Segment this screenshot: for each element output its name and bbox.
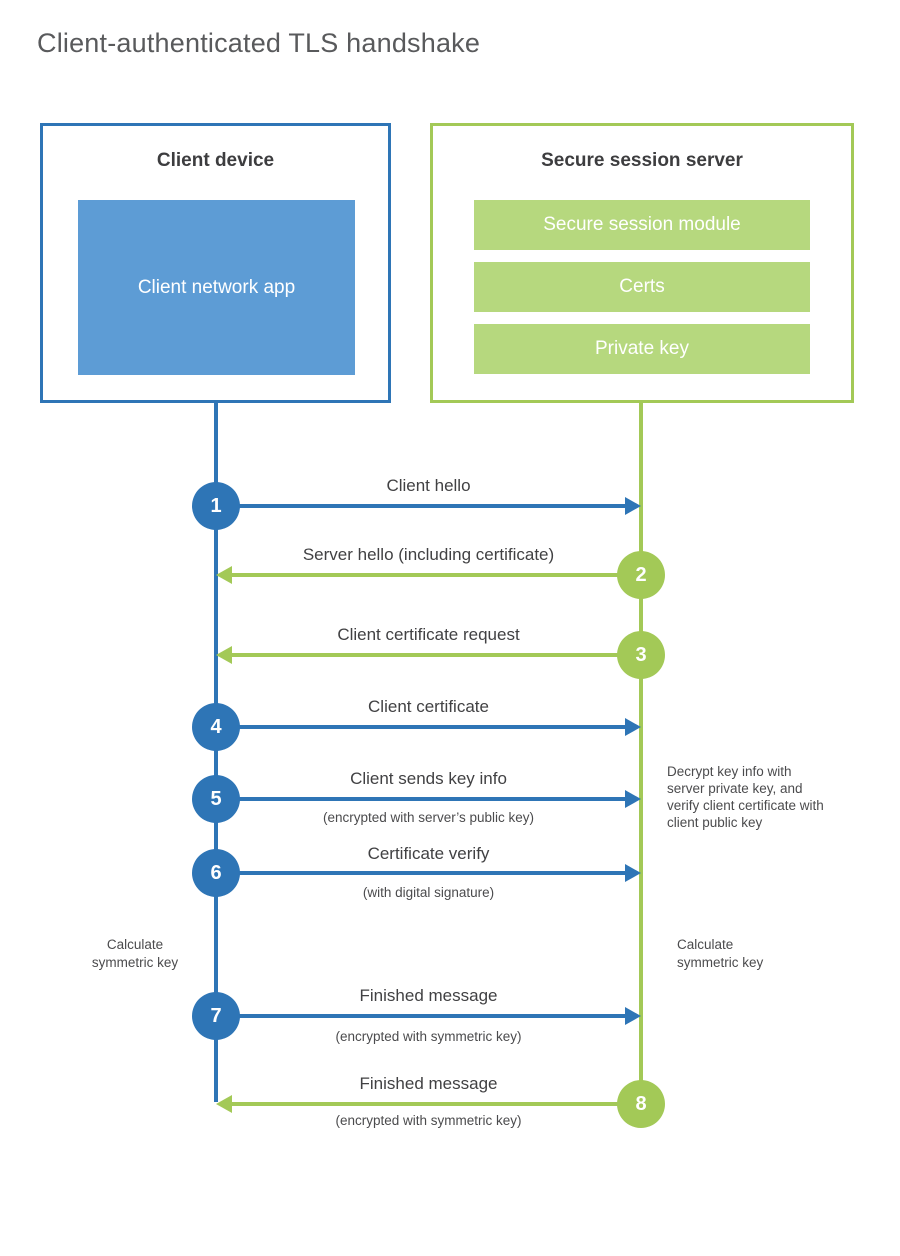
message-arrow [216, 797, 626, 801]
message-label: Client sends key info [350, 769, 507, 788]
note-line: Calculate [677, 937, 734, 952]
arrow-head-icon [625, 864, 641, 882]
arrow-head-icon [216, 1095, 232, 1113]
step-number: 7 [210, 1004, 222, 1027]
client-device-box: Client device Client network app [40, 123, 391, 403]
step-number: 5 [210, 787, 222, 810]
step-circle: 5 [192, 775, 240, 823]
step-number: 2 [635, 563, 647, 586]
arrow-head-icon [216, 566, 232, 584]
message-label: Client certificate request [337, 625, 520, 644]
message-sublabel: (encrypted with server’s public key) [322, 810, 535, 825]
page-title: Client-authenticated TLS handshake [37, 28, 481, 58]
note-line: symmetric key [677, 955, 764, 970]
message-arrow [231, 1102, 641, 1106]
arrow-head-icon [216, 646, 232, 664]
arrow-head-icon [625, 790, 641, 808]
message-arrow [231, 653, 641, 657]
step-number: 4 [210, 715, 222, 738]
server-title: Secure session server [541, 150, 743, 171]
note-line: symmetric key [91, 955, 179, 970]
note-line: Calculate [106, 937, 164, 952]
client-device-title: Client device [156, 150, 275, 171]
message-label: Finished message [359, 986, 498, 1005]
message-arrow [216, 871, 626, 875]
server-module-certs: Certs [474, 262, 810, 312]
step-circle: 3 [617, 631, 665, 679]
client-calculate-note: Calculate symmetric key [60, 936, 210, 972]
server-lifeline [639, 403, 643, 1106]
message-arrow [216, 725, 626, 729]
step-circle: 8 [617, 1080, 665, 1128]
server-calculate-note: Calculate symmetric key [677, 936, 807, 972]
step-number: 6 [210, 861, 222, 884]
message-arrow [216, 1014, 626, 1018]
step-circle: 6 [192, 849, 240, 897]
message-sublabel: (encrypted with symmetric key) [335, 1113, 522, 1128]
client-lifeline [214, 403, 218, 1102]
step-number: 1 [210, 494, 222, 517]
server-module-secure-session: Secure session module [474, 200, 810, 250]
message-label: Client hello [386, 476, 471, 495]
message-label: Server hello (including certificate) [302, 545, 555, 564]
server-decrypt-annotation: Decrypt key info with server private key… [667, 764, 824, 830]
message-sublabel: (with digital signature) [362, 885, 495, 900]
message-label: Client certificate [368, 697, 489, 716]
step-circle: 2 [617, 551, 665, 599]
message-arrow [231, 573, 641, 577]
arrow-head-icon [625, 718, 641, 736]
arrow-head-icon [625, 497, 641, 515]
step-number: 3 [635, 643, 647, 666]
client-network-app-box: Client network app [78, 200, 355, 375]
step-circle: 1 [192, 482, 240, 530]
step-circle: 7 [192, 992, 240, 1040]
message-sublabel: (encrypted with symmetric key) [335, 1029, 522, 1044]
message-label: Certificate verify [367, 844, 490, 863]
server-module-private-key: Private key [474, 324, 810, 374]
message-label: Finished message [359, 1074, 498, 1093]
client-network-app-label: Client network app [137, 277, 296, 298]
step-number: 8 [635, 1092, 647, 1115]
server-box: Secure session server Secure session mod… [430, 123, 854, 403]
message-arrow [216, 504, 626, 508]
step-circle: 4 [192, 703, 240, 751]
arrow-head-icon [625, 1007, 641, 1025]
